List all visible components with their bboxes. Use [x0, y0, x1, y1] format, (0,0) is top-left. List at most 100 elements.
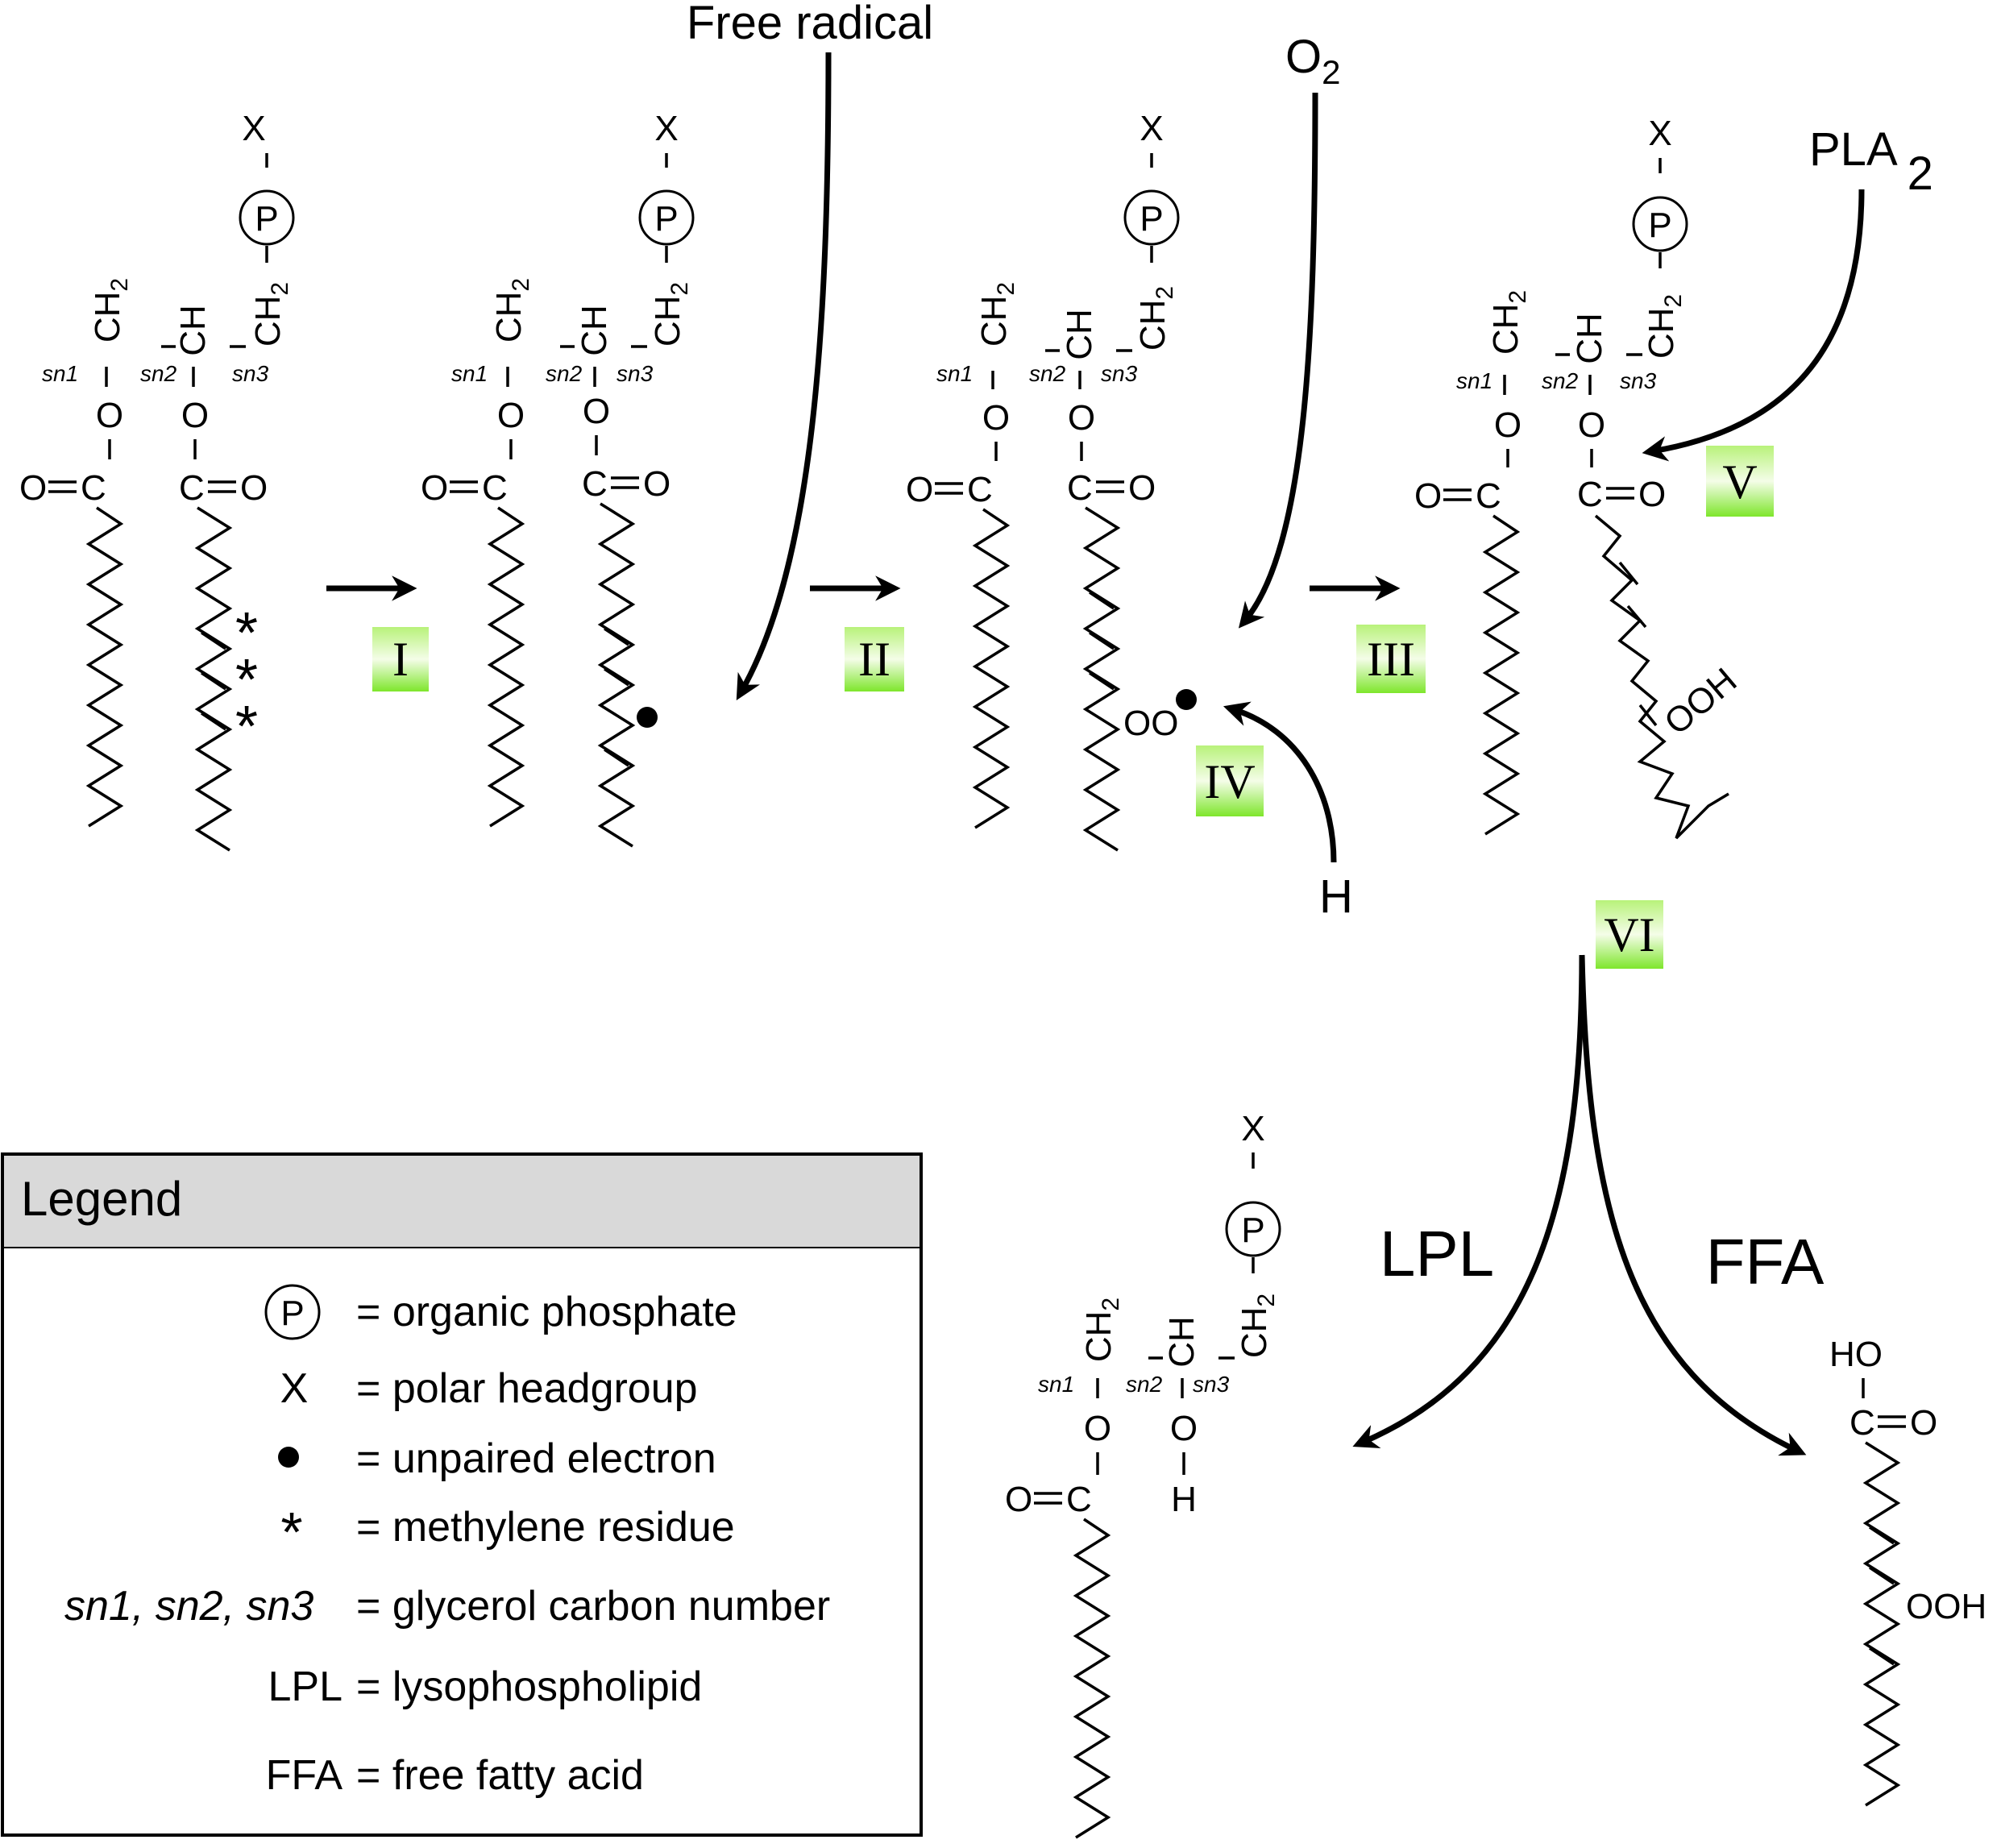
carbonyl-c-2: C: [179, 468, 205, 508]
legend-symbol-x: X: [280, 1365, 309, 1412]
sn3-ch2: CH2: [248, 282, 293, 347]
svg-text:P: P: [1140, 199, 1163, 239]
svg-text:O: O: [1084, 1409, 1111, 1448]
legend-phosphate-icon: [264, 1284, 321, 1340]
svg-text:C: C: [1066, 1480, 1092, 1519]
svg-text:X: X: [654, 109, 678, 148]
legend-symbol-sn: sn1, sn2, sn3: [64, 1583, 313, 1630]
svg-text:C: C: [1476, 476, 1501, 516]
unpaired-electron-dot-2: [1176, 689, 1197, 710]
svg-text:CH: CH: [1162, 1316, 1202, 1368]
reagent-o2: O2: [1285, 31, 1340, 91]
svg-text:O: O: [1494, 405, 1522, 445]
svg-text:CH: CH: [1060, 309, 1099, 360]
ffa-ooh: OOH: [1906, 1587, 1986, 1626]
svg-text:C: C: [482, 468, 508, 508]
lpl-branch-arrow: [1352, 954, 1585, 1449]
svg-text:O: O: [421, 468, 448, 508]
svg-text:O: O: [906, 470, 933, 509]
unsaturated-chain-sn2: [194, 506, 233, 852]
svg-text:X: X: [1241, 1109, 1264, 1148]
sn2-ch: CH: [173, 305, 213, 356]
lysophospholipid-molecule: X P CH2 CH CH2 sn1 sn2 sn3 O O H O C: [1005, 1109, 1281, 1839]
svg-text:sn2: sn2: [1126, 1372, 1163, 1397]
product-lpl-label: LPL: [1380, 1218, 1494, 1289]
svg-text:CH2: CH2: [648, 282, 693, 347]
legend-box: Legend P = organic phosphate X = polar h…: [1, 1152, 923, 1837]
svg-text:P: P: [280, 1294, 304, 1333]
carbonyl-o-1: O: [19, 468, 47, 508]
ffa-branch-arrow: [1579, 954, 1807, 1456]
reagent-h: H: [1319, 870, 1353, 923]
headgroup-x: X: [242, 109, 265, 148]
svg-text:sn2: sn2: [1542, 368, 1579, 393]
svg-text:C: C: [967, 470, 993, 509]
svg-text:CH2: CH2: [1079, 1298, 1124, 1362]
svg-text:O: O: [1910, 1403, 1937, 1443]
svg-text:O: O: [583, 392, 610, 431]
methylene-asterisk-2: *: [235, 648, 258, 712]
h-arrow: [1223, 701, 1337, 863]
svg-text:C: C: [1577, 475, 1603, 514]
step-label-VI-box: [1596, 900, 1663, 969]
carbonyl-c-1: C: [81, 468, 106, 508]
lpl-hydroxyl-h: H: [1171, 1480, 1197, 1519]
free-radical-arrow: [736, 52, 832, 700]
svg-text:sn2: sn2: [1029, 361, 1066, 386]
legend-symbol-ffa: FFA: [266, 1752, 343, 1799]
step-label-IV-box: [1196, 745, 1264, 816]
svg-text:sn2: sn2: [546, 361, 583, 386]
legend-title: Legend: [21, 1172, 182, 1226]
svg-text:CH: CH: [1570, 313, 1609, 364]
step-label-V-box: [1706, 446, 1774, 517]
svg-text:O: O: [497, 396, 525, 435]
step-label-II: II: [858, 633, 890, 686]
step-label-III-box: [1356, 625, 1426, 693]
svg-text:P: P: [1648, 206, 1671, 245]
legend-entry-electron: = unpaired electron: [356, 1435, 716, 1482]
legend-entry-glycerol: = glycerol carbon number: [356, 1583, 830, 1630]
svg-text:O: O: [643, 464, 670, 504]
svg-text:O: O: [1638, 475, 1666, 514]
svg-text:CH2: CH2: [1235, 1294, 1280, 1358]
svg-text:sn3: sn3: [1620, 368, 1657, 393]
label-sn3: sn3: [232, 361, 269, 386]
svg-text:sn1: sn1: [1038, 1372, 1074, 1397]
svg-text:CH2: CH2: [1486, 290, 1531, 355]
svg-text:P: P: [654, 199, 678, 239]
svg-text:O: O: [1578, 405, 1605, 445]
legend-symbol-asterisk: *: [280, 1501, 302, 1564]
legend-entry-ffa: = free fatty acid: [356, 1752, 644, 1799]
hydroperoxide-ooh-1: OOH: [1657, 660, 1744, 742]
sn1-ch2: CH2: [88, 278, 133, 343]
svg-text:P: P: [1241, 1211, 1264, 1250]
svg-text:sn1: sn1: [451, 361, 488, 386]
svg-text:CH2: CH2: [1133, 286, 1178, 351]
legend-border: [1, 1152, 923, 1837]
step-label-I: I: [392, 633, 409, 686]
step-label-I-box: [372, 627, 429, 691]
legend-symbol-lpl: LPL: [268, 1663, 342, 1710]
phosphate-p: P: [255, 199, 278, 239]
legend-entry-phosphate: = organic phosphate: [356, 1289, 737, 1335]
step-label-III: III: [1367, 633, 1415, 686]
molecule-1-phospholipid: X P CH2 CH CH2 sn1 sn2 sn3 O O O C C O *…: [19, 109, 295, 852]
molecule-2-radical: X P CH2 CH CH2 sn1 sn2 sn3 O O O C C O: [421, 109, 695, 848]
product-ffa-label: FFA: [1706, 1226, 1825, 1298]
svg-text:O: O: [1005, 1480, 1032, 1519]
reagent-free-radical: Free radical: [687, 0, 933, 49]
methylene-asterisk-1: *: [235, 601, 258, 666]
legend-entry-lpl: = lysophospholipid: [356, 1663, 702, 1710]
svg-text:C: C: [1849, 1403, 1875, 1443]
carbonyl-o-2: O: [240, 468, 268, 508]
ester-o-1: O: [96, 396, 123, 435]
saturated-chain-sn1: [85, 506, 124, 828]
svg-text:CH2: CH2: [1642, 294, 1687, 359]
molecule-4-hydroperoxide: X P CH2 CH CH2 sn1 sn2 sn3 O O O C C O O…: [1414, 114, 1744, 840]
phosphate-circle: [239, 189, 295, 246]
molecule-3-peroxyl: X P CH2 CH CH2 sn1 sn2 sn3 O O O C C O O…: [906, 109, 1197, 852]
label-sn1: sn1: [42, 361, 78, 386]
svg-text:sn3: sn3: [1193, 1372, 1230, 1397]
